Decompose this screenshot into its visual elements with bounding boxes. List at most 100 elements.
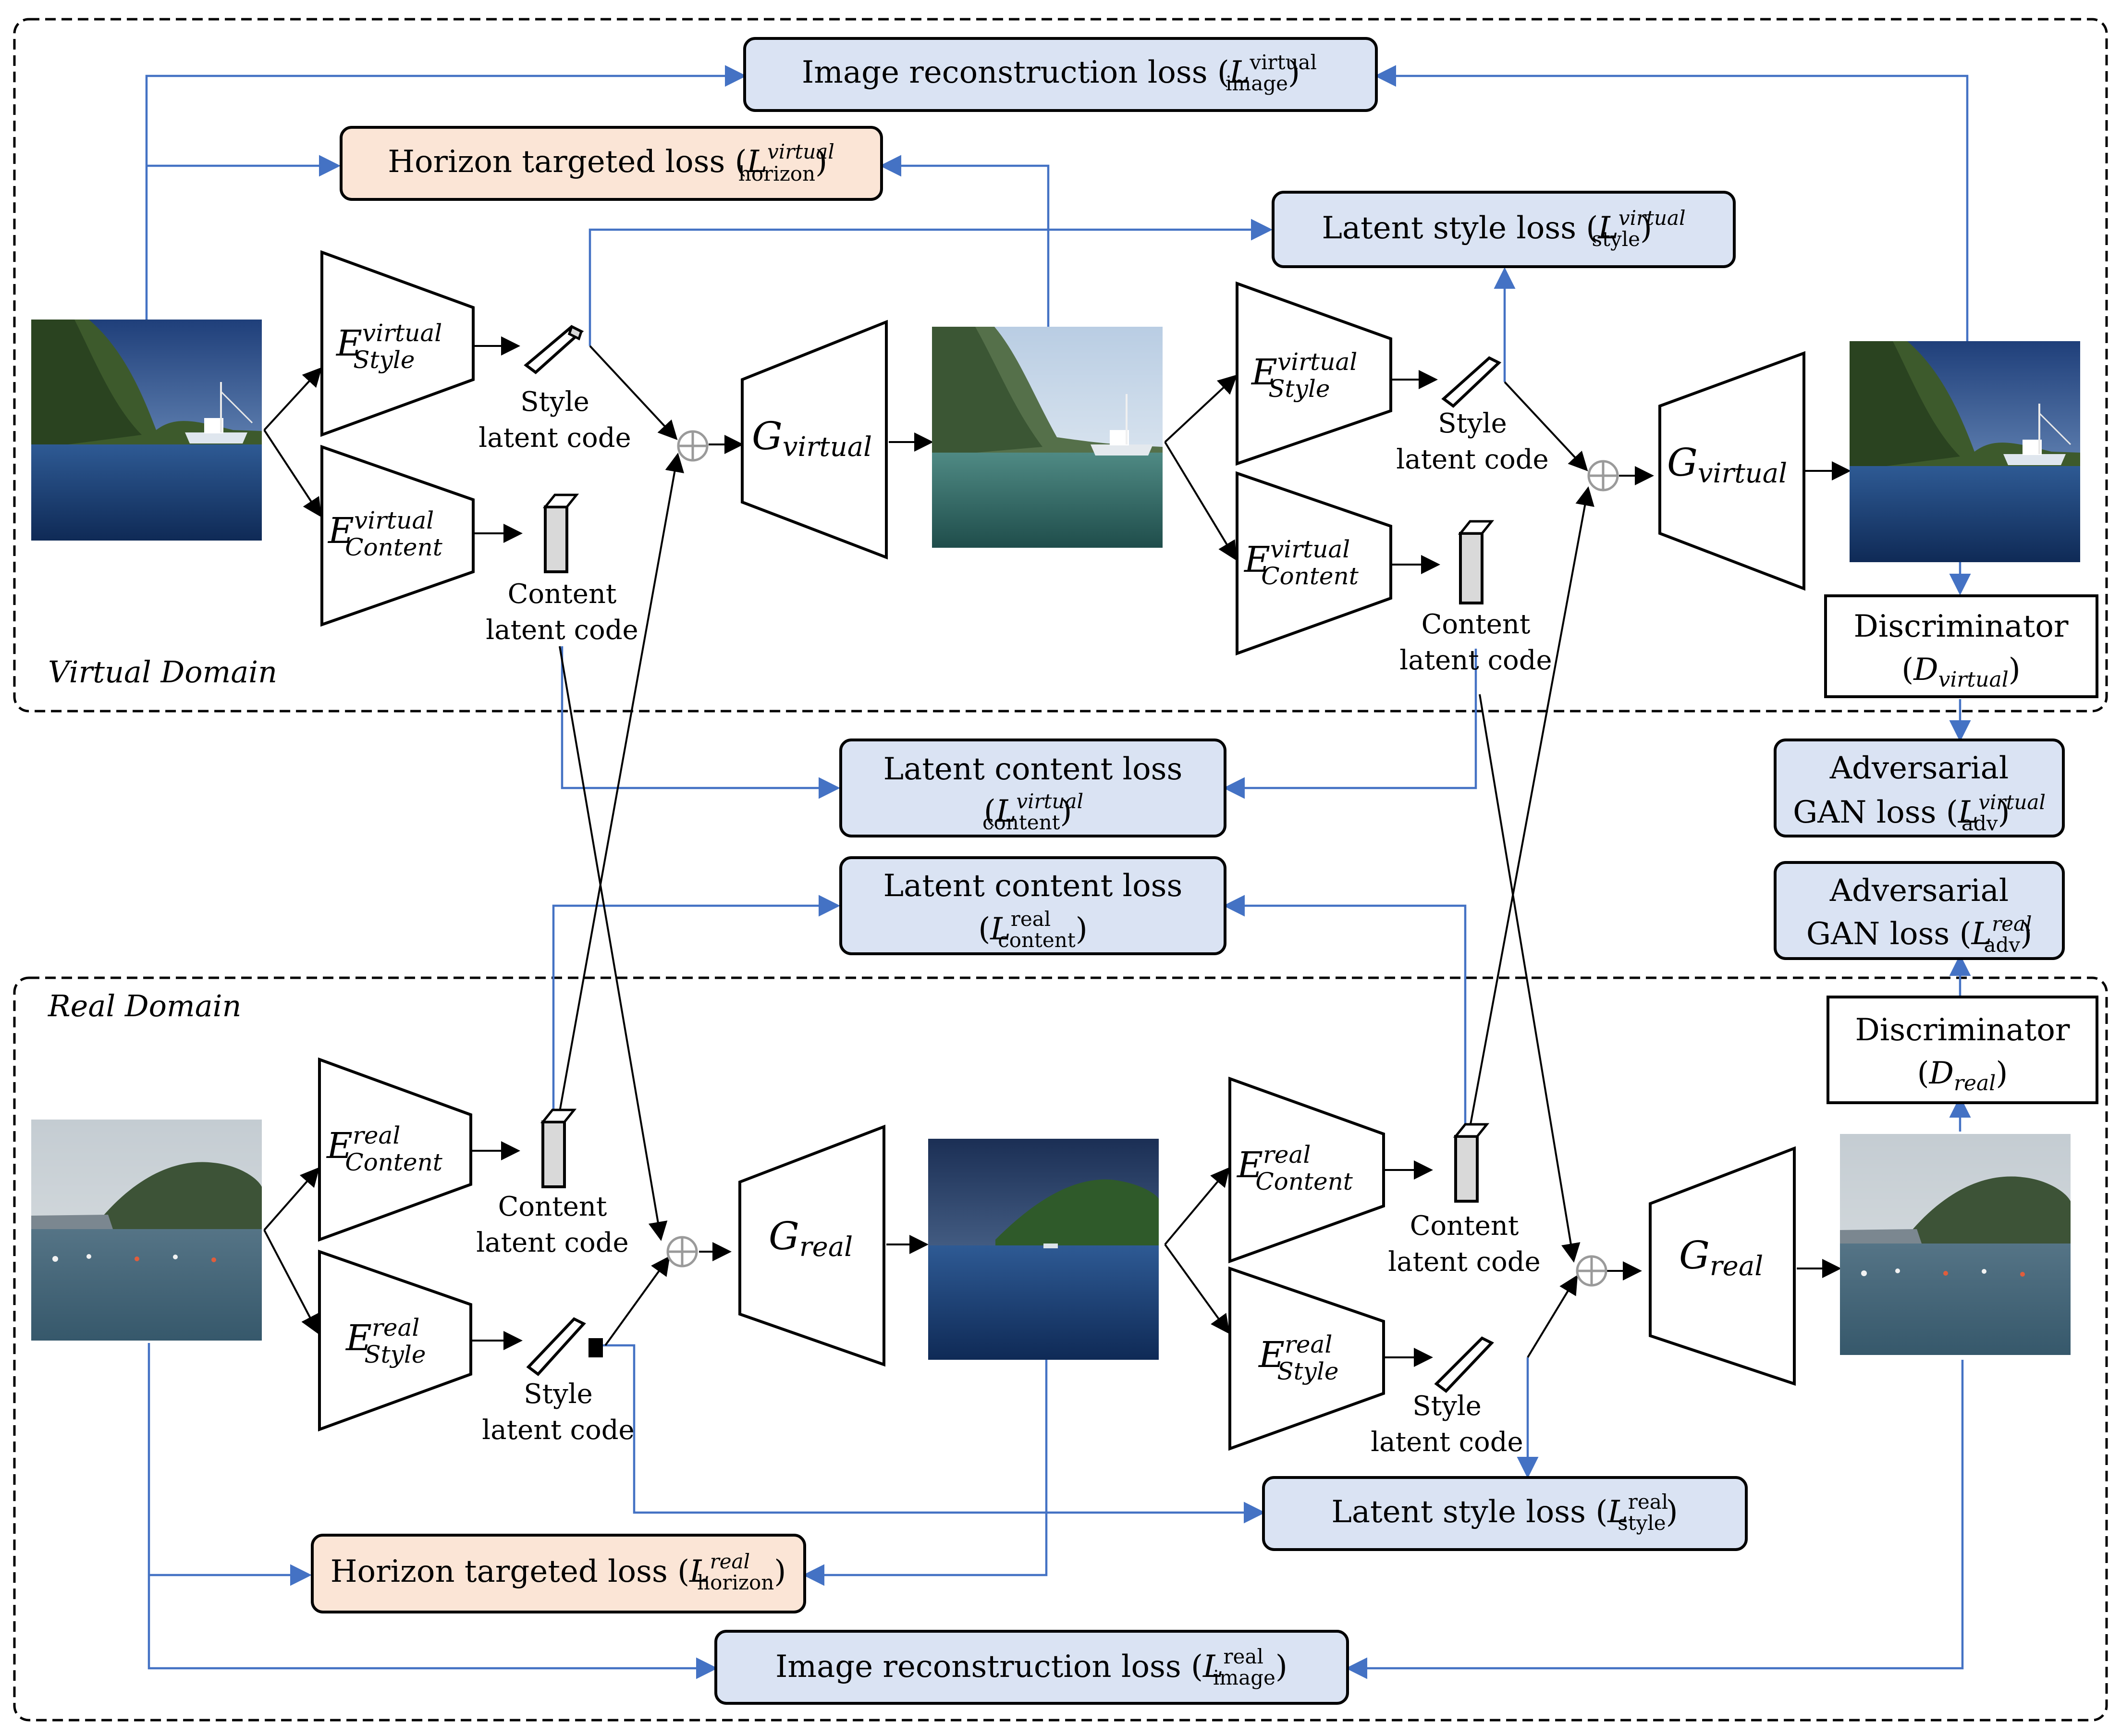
svg-text:Latent content loss: Latent content loss [883,751,1183,787]
reconstructed-image-real [1840,1134,2071,1355]
content-latent-code-label-real: Content latent code [476,1191,628,1258]
data-flow-arrows [263,336,1851,1367]
svg-text:Content: Content [1410,1210,1519,1242]
style-latent-code-label-real: Style latent code [482,1379,634,1446]
real-domain-label: Real Domain [48,988,241,1023]
svg-text:latent code: latent code [1396,444,1548,475]
input-image-real [31,1120,262,1341]
concat-operator-real-2 [1576,1255,1607,1287]
generator-real-2: Greal [1649,1146,1796,1386]
content-latent-code-block-virtual [542,493,579,573]
svg-text:Discriminator: Discriminator [1855,1012,2070,1048]
svg-text:latent code: latent code [486,615,638,646]
discriminator-virtual: Discriminator (Dvirtual) [1824,594,2098,698]
svg-text:latent code: latent code [478,422,631,454]
style-latent-code-label-virtual-2: Style latent code [1396,408,1548,475]
input-image-virtual [30,319,263,542]
translated-image-real-to-virtual [928,1139,1159,1360]
translated-image-virtual-to-real [931,326,1164,549]
svg-text:Content: Content [1422,609,1531,640]
content-latent-code-label-virtual: Content latent code [486,579,638,646]
svg-text:latent code: latent code [476,1227,628,1258]
content-latent-code-block-real [540,1108,577,1188]
svg-text:Gvirtual: Gvirtual [752,414,872,463]
generator-virtual: Gvirtual [741,320,888,560]
discriminator-real: Discriminator (Dreal) [1827,996,2098,1104]
concat-operator-virtual [677,430,709,462]
svg-text:Discriminator: Discriminator [1854,609,2069,644]
style-latent-code-label-virtual: Style latent code [478,386,631,454]
content-latent-code-label-real-2: Content latent code [1388,1210,1540,1278]
svg-text:Gvirtual: Gvirtual [1667,440,1787,489]
style-latent-code-block-virtual-2 [1441,356,1502,408]
virtual-domain-label: Virtual Domain [48,654,277,689]
svg-text:Style: Style [1438,408,1507,439]
svg-text:Style: Style [524,1379,593,1410]
generator-real: Greal [738,1124,885,1367]
loss-connectors [145,65,1971,1679]
content-latent-code-block-virtual-2 [1458,520,1495,604]
svg-text:(Dvirtual): (Dvirtual) [1901,652,2021,692]
style-latent-code-label-real-2: Style latent code [1371,1391,1523,1458]
svg-text:Adversarial: Adversarial [1829,873,2009,909]
style-latent-code-block-virtual [524,325,584,374]
svg-text:Style: Style [520,386,589,418]
svg-text:Greal: Greal [1679,1233,1763,1282]
style-latent-code-block-real-2 [1434,1336,1494,1393]
virtual-domain-frame [13,18,2108,713]
style-latent-code-block-real [526,1317,603,1377]
svg-text:Latent content loss: Latent content loss [883,868,1183,904]
svg-text:Adversarial: Adversarial [1829,751,2009,786]
content-latent-code-block-real-2 [1453,1123,1490,1203]
concat-operator-virtual-2 [1587,460,1619,492]
svg-text:Greal: Greal [769,1214,853,1263]
svg-text:Content: Content [498,1191,607,1222]
content-latent-code-label-virtual-2: Content latent code [1399,609,1552,676]
svg-text:latent code: latent code [482,1415,634,1446]
svg-text:Content: Content [508,579,617,610]
concat-operator-real [666,1236,698,1268]
svg-text:latent code: latent code [1371,1427,1523,1458]
generator-virtual-2: Gvirtual [1658,351,1805,591]
svg-text:latent code: latent code [1388,1246,1540,1278]
svg-text:Image reconstruction loss (Lvi: Image reconstruction loss (Lvirtualimage… [802,50,1317,95]
svg-text:(Dreal): (Dreal) [1917,1056,2008,1096]
real-domain-frame [13,976,2108,1722]
reconstructed-image-virtual [1849,340,2081,563]
svg-text:latent code: latent code [1399,645,1552,676]
